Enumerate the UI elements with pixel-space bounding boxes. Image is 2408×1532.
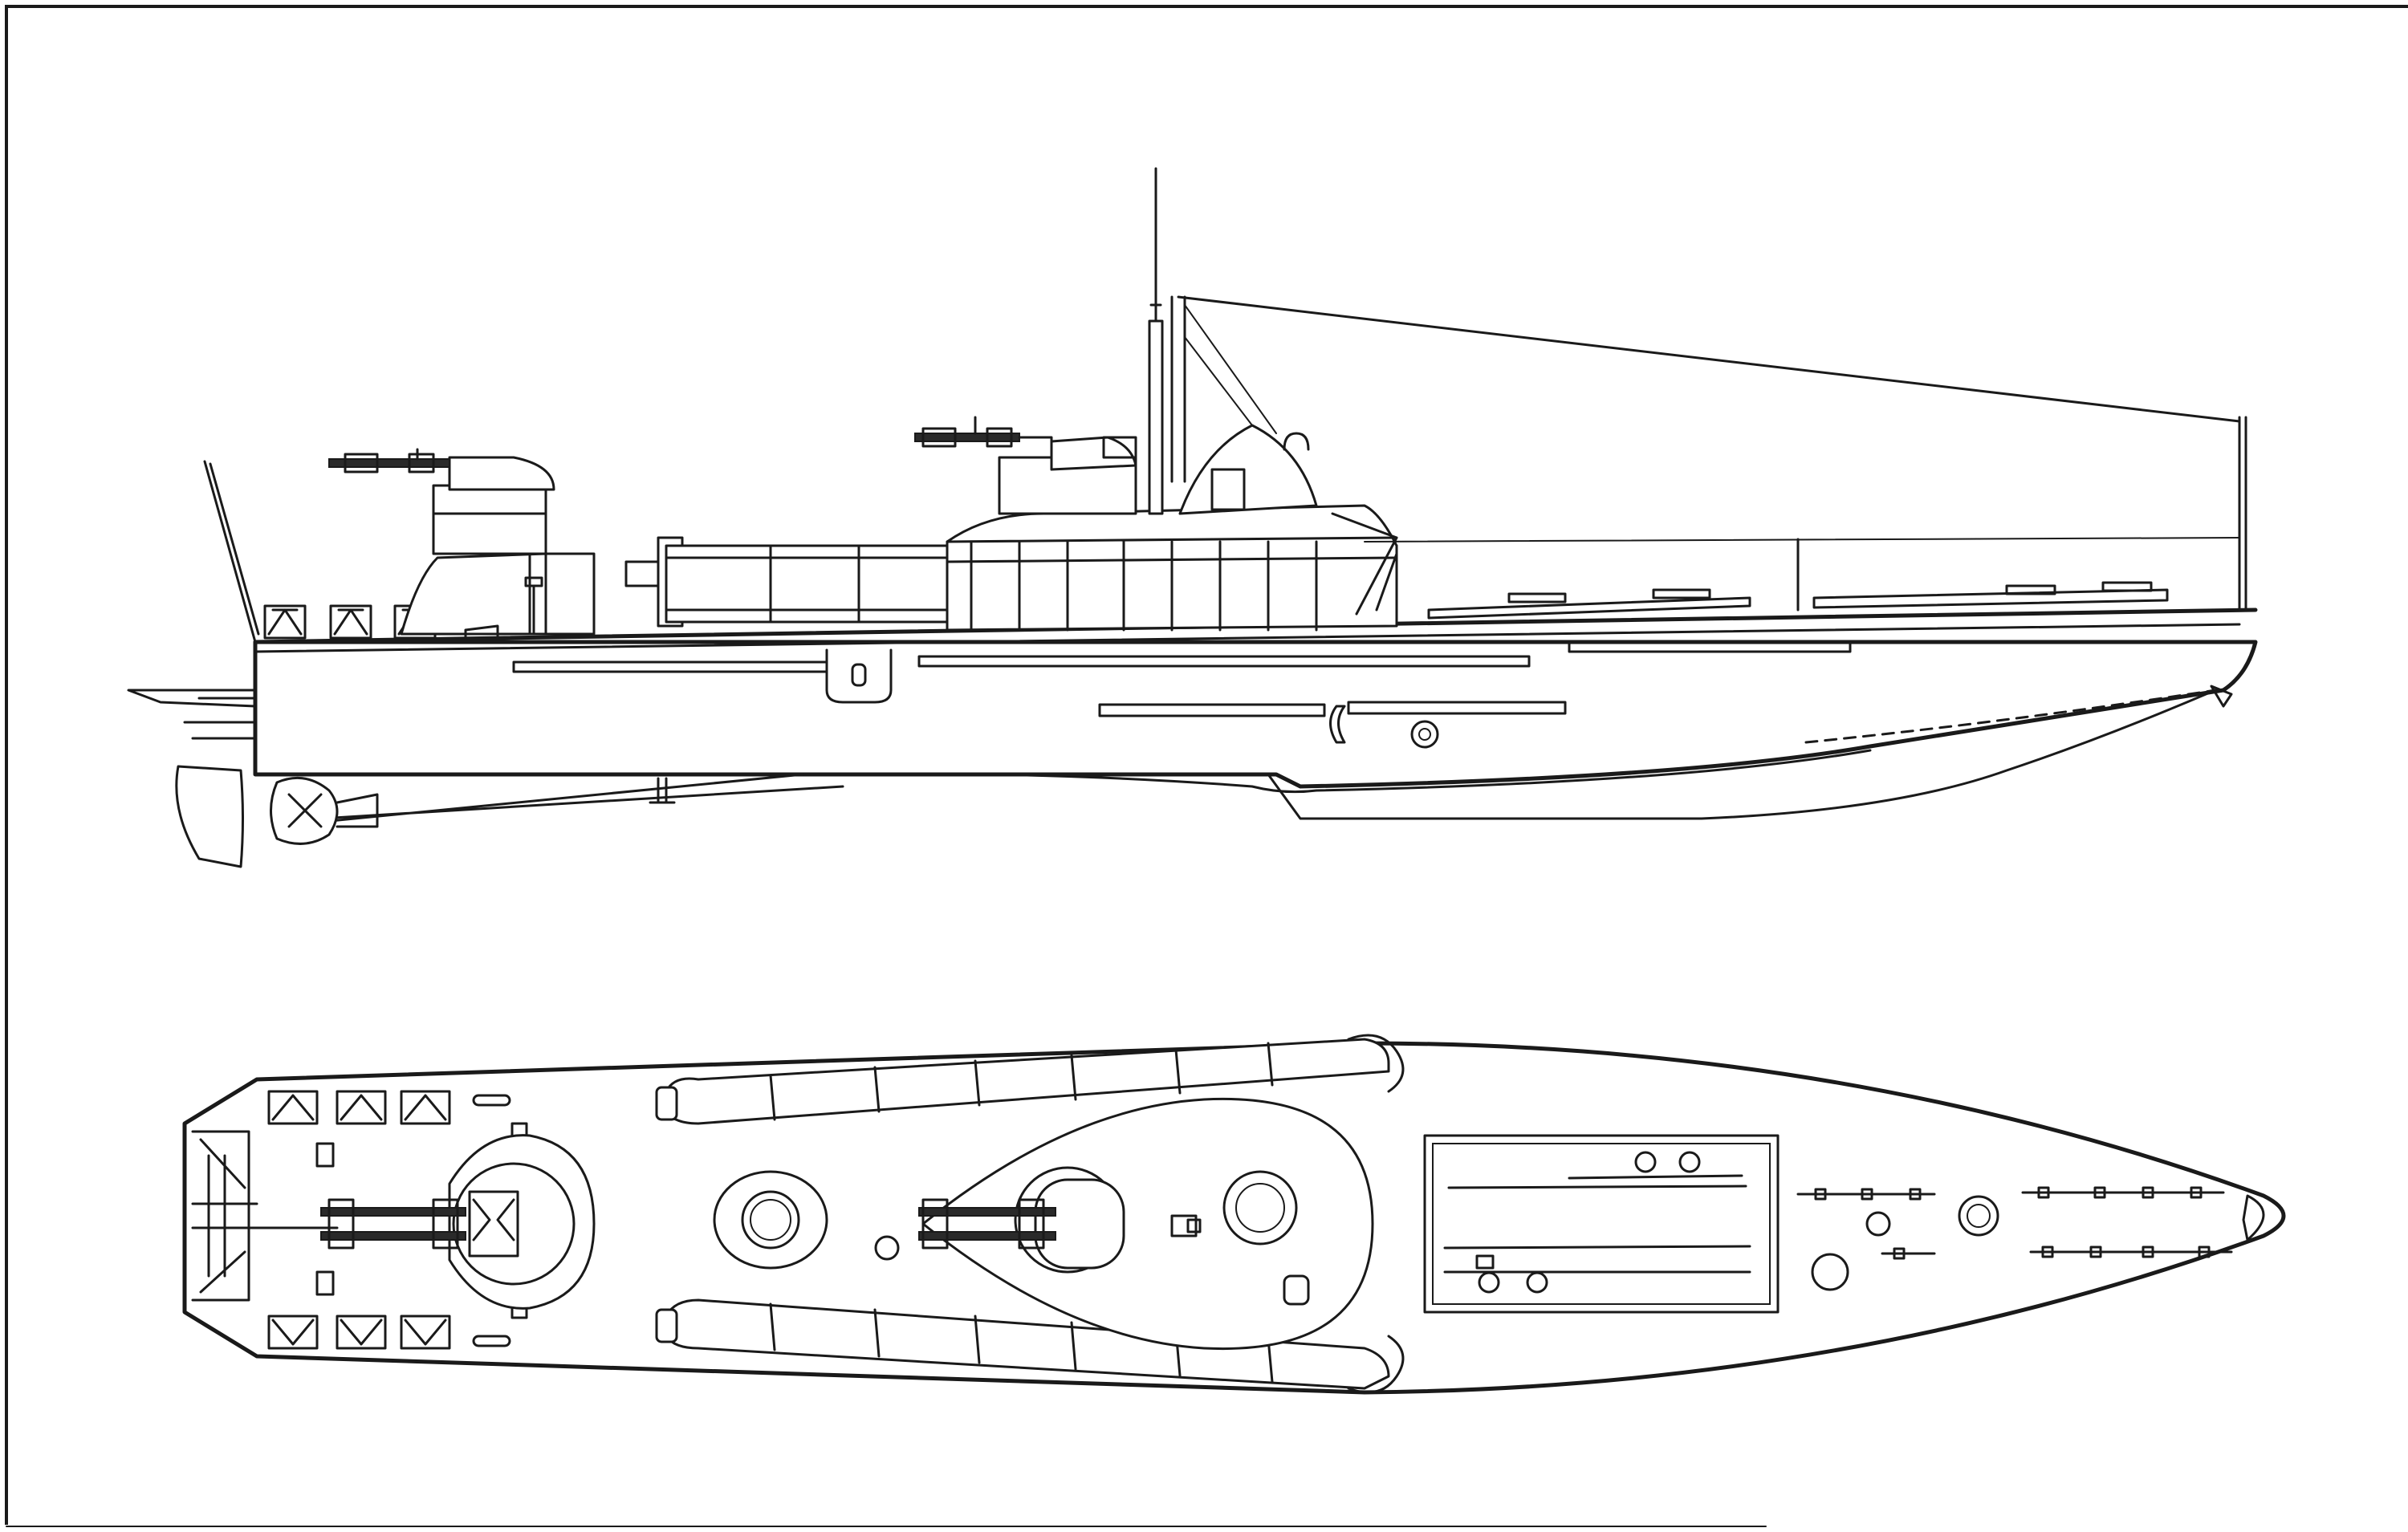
rub-rails <box>512 640 1852 717</box>
aft-strut <box>336 793 379 828</box>
deck-plan-view <box>182 1034 2286 1395</box>
stern-post <box>183 697 257 740</box>
transom <box>191 1130 250 1302</box>
flag-staff <box>203 460 257 644</box>
lifeline <box>1364 537 2240 542</box>
aft-gun-mount <box>328 448 596 644</box>
port-torpedo-tube <box>624 536 965 628</box>
keel-line <box>254 689 2217 820</box>
sheer-line <box>254 623 2241 653</box>
bow-fitting <box>2210 685 2233 708</box>
forward-gun-mount <box>914 416 1137 515</box>
deckhouse <box>946 504 1398 632</box>
step-line <box>801 749 1872 794</box>
plan-vent <box>874 1235 900 1261</box>
antenna-wire <box>1177 295 2241 423</box>
plan-aft-hatch <box>713 1170 828 1270</box>
radar-dome <box>1178 424 1318 515</box>
plan-deckhouse <box>918 1097 1374 1351</box>
hull-fitting <box>825 648 893 704</box>
plan-depth-charge-racks <box>267 1090 528 1350</box>
hull-fitting-slot <box>851 663 867 687</box>
hull-outline <box>253 640 2258 789</box>
mast <box>1148 167 1277 515</box>
hull-porthole-inner <box>1418 728 1431 741</box>
bow-chine <box>1804 689 2217 744</box>
plan-bow-fitting <box>2242 1194 2265 1241</box>
side-elevation-view <box>127 167 2258 868</box>
plan-torpedo-tube-port <box>655 1034 1405 1125</box>
plan-torpedo-tube-starboard <box>655 1298 1405 1394</box>
forward-deck-fittings <box>1427 581 2169 620</box>
hull-porthole <box>1410 720 1439 749</box>
sheet-border <box>5 5 2408 1527</box>
hull-bracket <box>1329 705 1346 744</box>
plan-hull-outline <box>182 1041 2286 1395</box>
shaft-line <box>271 773 844 828</box>
rudder <box>175 765 244 868</box>
strut <box>649 777 676 804</box>
plan-aft-gun-mount <box>320 1134 596 1310</box>
plan-forward-hatch-panel <box>1423 1134 1780 1314</box>
propeller-hub <box>287 793 323 828</box>
stern-flag <box>127 689 257 708</box>
transom-bracing <box>191 1138 339 1294</box>
plan-forward-fittings <box>1796 1186 2233 1291</box>
flag-staff-2 <box>209 462 260 636</box>
